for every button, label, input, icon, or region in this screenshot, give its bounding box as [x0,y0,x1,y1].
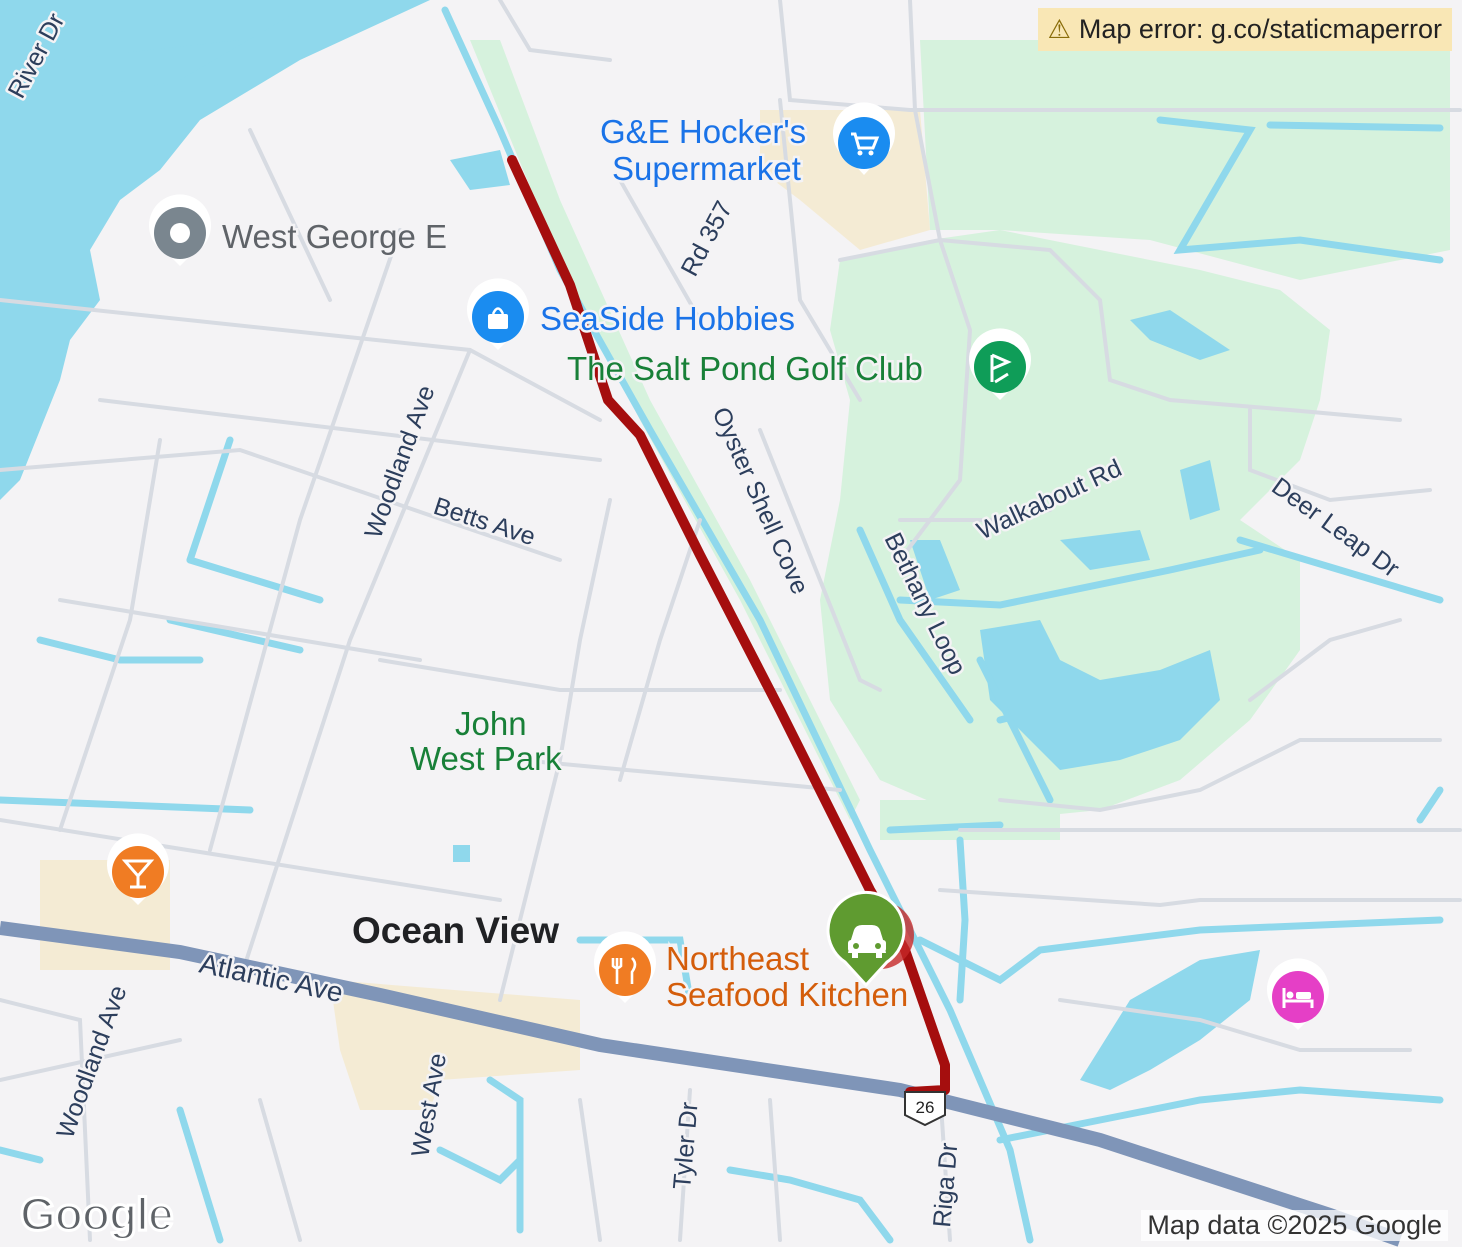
commercial-zone-center [330,980,580,1110]
bay-inlet [60,10,300,100]
park-label-line1[interactable]: John [453,703,530,745]
car-icon[interactable] [826,890,914,988]
bay-water [0,0,430,500]
hobbies-label[interactable]: SeaSide Hobbies [538,298,798,340]
bay-pond [450,150,510,190]
cart-icon[interactable] [833,102,895,175]
pond-3 [1180,460,1220,520]
north-park [920,40,1450,280]
pond-4 [1130,310,1230,360]
place-icon[interactable] [149,194,211,266]
route-26-label: 26 [916,1098,935,1117]
lake-east [1080,950,1260,1090]
pool [453,845,470,862]
atlantic-ave-highway [0,921,1403,1247]
pond-2 [1060,530,1150,570]
pond-5 [910,540,960,600]
seafood-label-line1[interactable]: Northeast [664,938,812,980]
supermarket-label-line2[interactable]: Supermarket [610,148,804,190]
route-line [507,155,950,1097]
west-george-label[interactable]: West George E [220,216,450,258]
restaurant-icon[interactable] [594,931,656,1003]
park-patch [880,800,1060,840]
seafood-label-line2[interactable]: Seafood Kitchen [664,974,911,1016]
map-attribution: Map data ©2025 Google [1141,1210,1448,1241]
park-label-line2[interactable]: West Park [408,738,565,780]
shopping-bag-icon[interactable] [467,278,529,350]
cocktail-icon[interactable] [106,833,169,905]
golf-icon[interactable] [968,328,1031,400]
map-error-banner[interactable]: ⚠ Map error: g.co/staticmaperror [1037,8,1452,51]
golf-club-label[interactable]: The Salt Pond Golf Club [565,348,926,390]
warning-icon: ⚠ [1047,14,1071,44]
route-26-shield: 26 [904,1091,946,1127]
map-error-text[interactable]: Map error: g.co/staticmaperror [1078,14,1442,44]
bed-icon[interactable] [1267,958,1329,1030]
supermarket-label-line1[interactable]: G&E Hocker's [598,111,809,153]
town-label: Ocean View [352,910,559,951]
google-logo: Google [18,1187,174,1242]
